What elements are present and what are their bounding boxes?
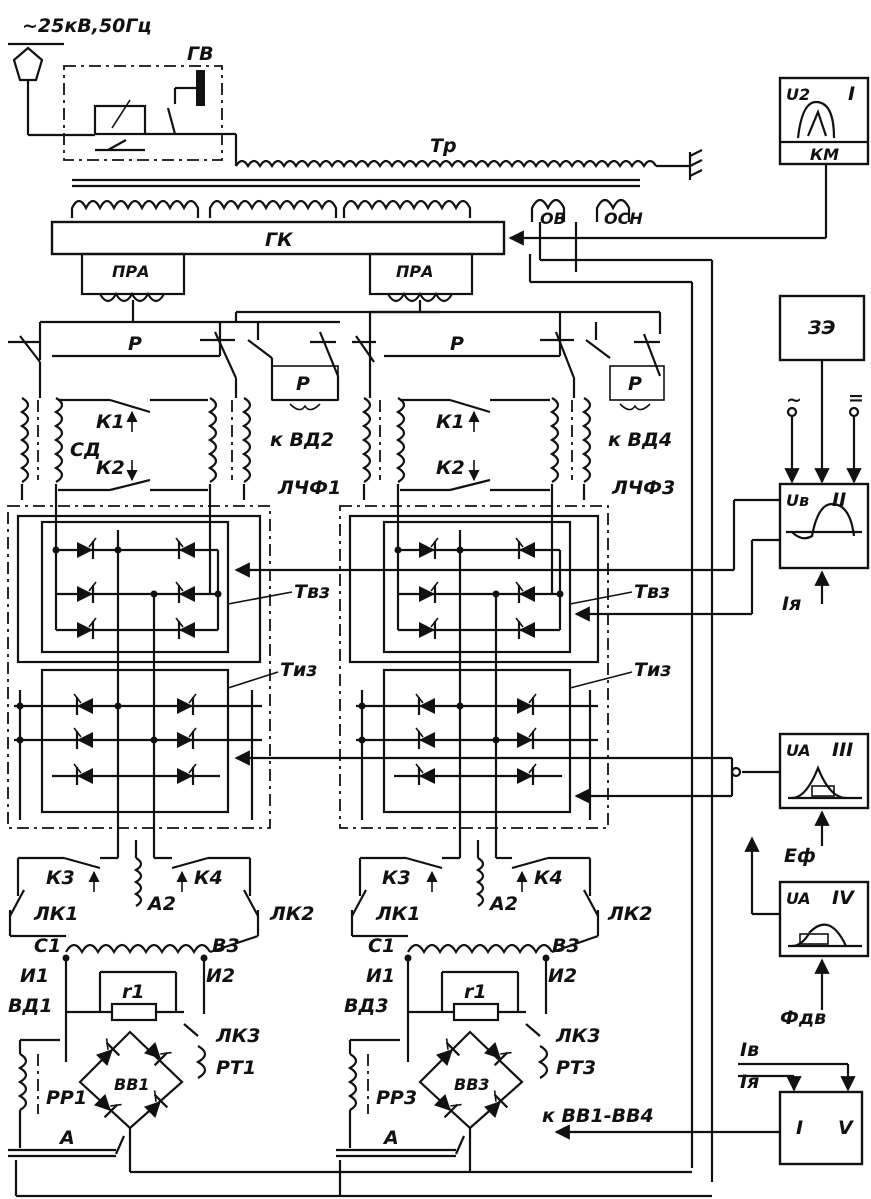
left-line-contactor-1-label: ЛК1 <box>33 903 79 925</box>
block5-right: V <box>838 1117 854 1139</box>
left-line-contactor-3-label: ЛК3 <box>215 1025 261 1047</box>
main-switch-label: ГВ <box>187 43 214 65</box>
right-terminal-i1-label: И1 <box>366 965 395 987</box>
right-rectifier-label: Твз <box>634 581 670 603</box>
left-terminal-a2-label: А2 <box>146 893 176 915</box>
supply-section: ~25кВ,50Гц ГВ Тр <box>8 15 828 1182</box>
control-block-5 <box>778 1090 864 1166</box>
block2-numeral: II <box>832 489 846 511</box>
left-converter-frame <box>7 505 271 829</box>
right-relay-rt-label: РТ3 <box>556 1057 596 1079</box>
left-converter-label: ЛЧФ1 <box>277 477 341 499</box>
right-motor-label: ВД3 <box>344 995 389 1017</box>
main-switch-frame <box>63 65 223 161</box>
left-relay-aux-label: Р <box>296 373 310 395</box>
block5-left: I <box>796 1117 803 1139</box>
ground-icon <box>688 149 703 180</box>
left-contactor-4-label: К4 <box>194 867 223 889</box>
left-converter-unit: Р Р к ВД2 СД К1 <box>7 310 712 1198</box>
left-terminal-a-label: А <box>58 1127 75 1149</box>
right-relay-rr-label: РР3 <box>376 1087 417 1109</box>
left-relay-rt-label: РТ1 <box>216 1057 256 1079</box>
block3-signal: UA <box>786 741 811 760</box>
right-terminal-a2-label: А2 <box>488 893 518 915</box>
right-contactor-1-label: К1 <box>436 411 465 433</box>
right-to-motor-label: к ВД4 <box>608 429 672 451</box>
left-smoothing-label: СД <box>70 439 101 461</box>
right-terminal-i2-label: И2 <box>548 965 577 987</box>
right-terminal-a-label: А <box>382 1127 399 1149</box>
block2-input-label: Iя <box>782 593 801 615</box>
left-terminal-i1-label: И1 <box>20 965 49 987</box>
block1-unit: КМ <box>810 145 839 164</box>
left-relay-main-label: Р <box>128 333 142 355</box>
block4-numeral: IV <box>832 887 855 909</box>
block4-signal: UA <box>786 889 811 908</box>
left-terminal-i2-label: И2 <box>206 965 235 987</box>
right-contactor-4-label: К4 <box>534 867 563 889</box>
right-terminal-c1-label: С1 <box>368 935 395 957</box>
block5-output-label: к ВВ1-ВВ4 <box>542 1105 654 1127</box>
aux-winding-label: ОСН <box>604 209 643 228</box>
left-to-motor-label: к ВД2 <box>270 429 334 451</box>
tap-changer-block <box>50 220 506 256</box>
right-converter-unit: Р Р к ВД4 К1 К2 <box>336 310 675 1196</box>
block-ze-label: ЗЭ <box>807 317 835 339</box>
block2-ac-symbol: ~ <box>786 389 802 411</box>
transformer-primary-winding <box>235 159 657 169</box>
tap-changer-label: ГК <box>265 229 294 251</box>
block5-input-2: Iя <box>740 1071 759 1093</box>
right-line-contactor-3-label: ЛК3 <box>555 1025 601 1047</box>
left-motor-label: ВД1 <box>8 995 53 1017</box>
left-terminal-b3-label: В3 <box>212 935 240 957</box>
right-line-contactor-2-label: ЛК2 <box>607 903 653 925</box>
right-relay-main-label: Р <box>450 333 464 355</box>
left-field-bridge-label: ВВ1 <box>114 1075 150 1094</box>
left-terminal-c1-label: С1 <box>34 935 61 957</box>
transformer-label: Тр <box>430 135 457 157</box>
supply-label: ~25кВ,50Гц <box>22 15 152 37</box>
left-line-contactor-2-label: ЛК2 <box>269 903 315 925</box>
left-relay-rr-label: РР1 <box>46 1087 87 1109</box>
left-contactor-1-label: К1 <box>96 411 125 433</box>
right-contactor-3-label: К3 <box>382 867 411 889</box>
block3-input-label: Eф <box>784 845 816 867</box>
right-line-contactor-1-label: ЛК1 <box>375 903 421 925</box>
right-resistor-label: r1 <box>464 981 487 1003</box>
pantograph-icon <box>12 46 44 82</box>
left-rectifier-label: Твз <box>294 581 330 603</box>
block1-numeral: I <box>848 83 855 105</box>
block3-numeral: III <box>832 739 853 761</box>
reactor-right-label: ПРА <box>396 262 434 281</box>
block1-signal: U2 <box>786 85 810 104</box>
reactor-left-label: ПРА <box>112 262 150 281</box>
right-field-bridge-label: ВВ3 <box>454 1075 490 1094</box>
right-converter-label: ЛЧФ3 <box>611 477 675 499</box>
left-contactor-2-label: К2 <box>96 457 125 479</box>
control-block-1 <box>778 76 870 166</box>
right-converter-frame <box>339 505 609 829</box>
right-contactor-2-label: К2 <box>436 457 465 479</box>
left-inverter-label: Тиз <box>280 659 317 681</box>
control-block-ze <box>778 294 866 362</box>
right-terminal-b3-label: В3 <box>552 935 580 957</box>
right-relay-aux-label: Р <box>628 373 642 395</box>
right-inverter-label: Тиз <box>634 659 671 681</box>
block2-signal: Uв <box>786 491 809 510</box>
block2-dc-symbol: = <box>848 387 864 409</box>
block5-input-1: Iв <box>740 1039 759 1061</box>
left-resistor-label: r1 <box>122 981 145 1003</box>
control-system: U2 I КМ ЗЭ ~ = Uв II Iя UA III <box>234 76 870 1166</box>
block4-input-label: Фдв <box>780 1007 826 1029</box>
left-contactor-3-label: К3 <box>46 867 75 889</box>
field-winding-label: ОВ <box>540 209 566 228</box>
